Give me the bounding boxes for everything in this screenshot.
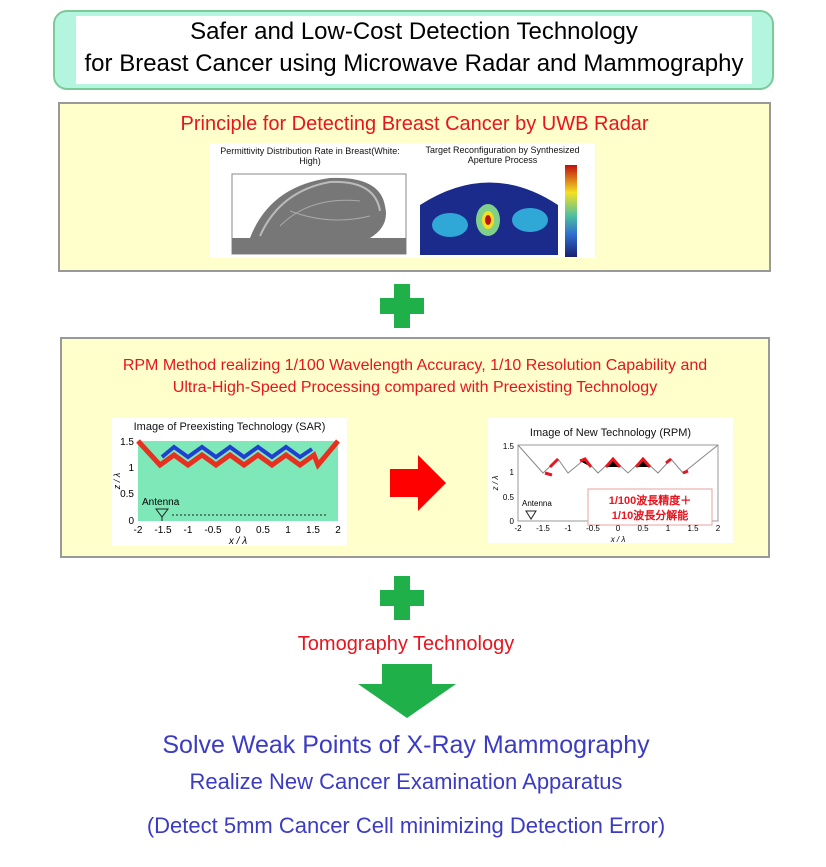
sar-caption: Image of Preexisting Technology (SAR) xyxy=(133,421,326,433)
aperture-heatmap xyxy=(420,165,577,257)
x-tick: 0 xyxy=(235,525,241,536)
result-line-1: Solve Weak Points of X-Ray Mammography xyxy=(162,731,650,759)
aperture-caption-2: Aperture Process xyxy=(467,155,538,165)
page-title: Safer and Low-Cost Detection Technology … xyxy=(76,16,752,84)
rpm-heading: RPM Method realizing 1/100 Wavelength Ac… xyxy=(60,355,770,399)
rpm-note-1: 1/100波長精度＋ xyxy=(609,493,692,507)
x-tick: 1 xyxy=(666,524,671,533)
plus-icon xyxy=(380,284,424,328)
rpm-note-2: 1/10波長分解能 xyxy=(612,508,688,522)
x-tick: 0.5 xyxy=(256,525,270,536)
sar-antenna-label: Antenna xyxy=(142,497,180,508)
rpm-plot: 1/100波長精度＋ 1/10波長分解能 Antenna -2 -1.5 -1 … xyxy=(491,442,721,544)
x-label: x / λ xyxy=(228,536,247,545)
x-tick: 1.5 xyxy=(306,525,320,536)
x-tick: 1 xyxy=(285,525,291,536)
breast-permittivity-plot xyxy=(231,173,407,255)
x-tick: 0 xyxy=(616,524,621,533)
permittivity-caption: Permittivity Distribution Rate in Breast… xyxy=(220,146,400,166)
x-tick: 1.5 xyxy=(687,524,699,533)
y-tick: 1 xyxy=(510,468,515,477)
x-tick: -1.5 xyxy=(536,524,550,533)
x-tick: 2 xyxy=(335,525,341,536)
y-tick: 0 xyxy=(510,517,515,526)
permittivity-image: Permittivity Distribution Rate in Breast… xyxy=(210,143,410,258)
x-tick: -1 xyxy=(184,525,193,536)
rpm-image: Image of New Technology (RPM) 1/100波長精度＋… xyxy=(488,418,733,544)
right-arrow-icon xyxy=(390,455,446,511)
y-tick: 0.5 xyxy=(120,489,134,500)
y-tick: 1 xyxy=(128,463,134,474)
x-tick: -2 xyxy=(134,525,143,536)
y-tick: 1.5 xyxy=(503,442,515,451)
aperture-caption: Target Reconfiguration by Synthesized Ap… xyxy=(410,145,595,165)
x-tick: -1 xyxy=(564,524,572,533)
synthesized-aperture-image: Target Reconfiguration by Synthesized Ap… xyxy=(410,143,595,258)
sar-image: Image of Preexisting Technology (SAR) An… xyxy=(112,418,347,547)
x-label: x / λ xyxy=(610,535,626,544)
rpm-heading-2: Ultra-High-Speed Processing compared wit… xyxy=(172,379,658,396)
rpm-caption: Image of New Technology (RPM) xyxy=(529,427,692,439)
rpm-antenna-label: Antenna xyxy=(522,499,552,508)
x-tick: -2 xyxy=(514,524,522,533)
sar-plot: Antenna -2 -1.5 -1 -0.5 0 0.5 1 1.5 2 x … xyxy=(112,437,341,547)
result-line-2: Realize New Cancer Examination Apparatus xyxy=(189,769,623,794)
title-line-1: Safer and Low-Cost Detection Technology xyxy=(190,18,638,45)
x-tick: -0.5 xyxy=(204,525,222,536)
y-label: z / λ xyxy=(491,476,500,492)
y-tick: 1.5 xyxy=(120,437,134,448)
tomography-label: Tomography Technology xyxy=(297,633,515,655)
x-tick: 2 xyxy=(716,524,721,533)
down-arrow-icon xyxy=(358,664,456,718)
result-line-3: (Detect 5mm Cancer Cell minimizing Detec… xyxy=(146,813,666,838)
x-tick: 0.5 xyxy=(637,524,649,533)
title-line-2: for Breast Cancer using Microwave Radar … xyxy=(84,50,744,77)
plus-icon xyxy=(380,576,424,620)
y-label: z / λ xyxy=(112,473,122,490)
x-tick: -1.5 xyxy=(154,525,172,536)
y-tick: 0.5 xyxy=(503,493,515,502)
uwb-heading: Principle for Detecting Breast Cancer by… xyxy=(180,113,649,135)
aperture-caption-1: Target Reconfiguration by Synthesized xyxy=(425,145,580,155)
y-tick: 0 xyxy=(128,516,134,527)
rpm-heading-1: RPM Method realizing 1/100 Wavelength Ac… xyxy=(122,357,708,374)
x-tick: -0.5 xyxy=(586,524,600,533)
